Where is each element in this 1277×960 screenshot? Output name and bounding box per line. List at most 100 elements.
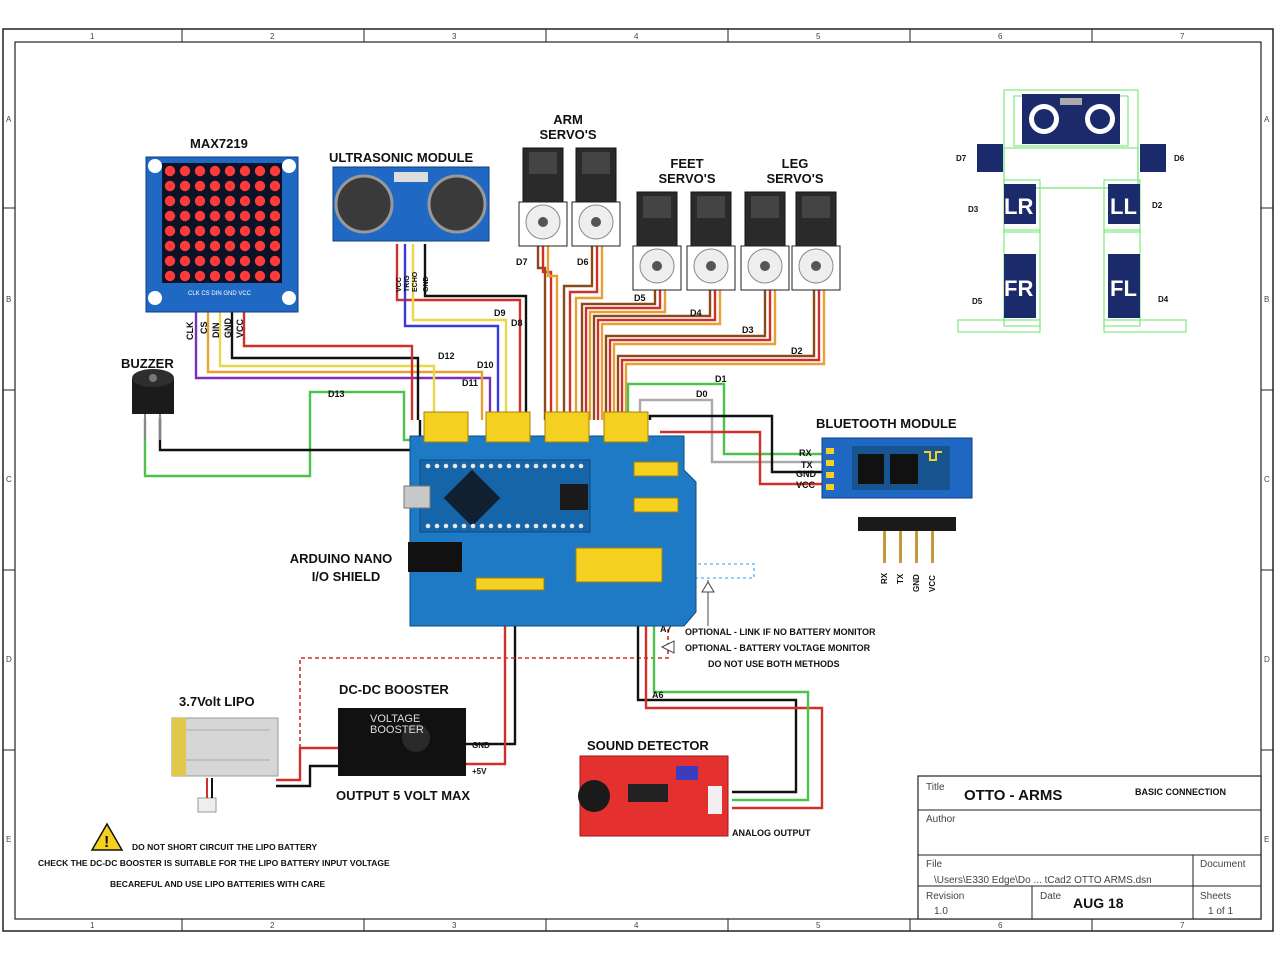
wire-label-d1: D1 — [715, 374, 727, 384]
wire-label-d3: D3 — [742, 325, 754, 335]
booster-inner-2: BOOSTER — [370, 724, 424, 736]
row-label: C — [6, 475, 12, 484]
row-label: A — [1264, 115, 1270, 124]
booster-output-label: OUTPUT 5 VOLT MAX — [336, 788, 470, 803]
row-label: B — [6, 295, 11, 304]
arm-label-2: SERVO'S — [539, 127, 596, 142]
wire-label-d0: D0 — [696, 389, 708, 399]
analog-output-label: ANALOG OUTPUT — [732, 828, 811, 838]
booster-pin-5v: +5V — [472, 767, 487, 776]
led — [239, 195, 251, 207]
led — [224, 225, 236, 237]
led — [224, 180, 236, 192]
led — [254, 180, 266, 192]
header-pin-tx: TX — [896, 573, 905, 584]
led — [254, 270, 266, 282]
led — [224, 270, 236, 282]
revision-label: Revision — [926, 891, 964, 902]
col-label: 1 — [90, 32, 95, 41]
led — [269, 240, 281, 252]
led — [209, 225, 221, 237]
row-label: E — [1264, 835, 1269, 844]
led — [209, 210, 221, 222]
led — [194, 255, 206, 267]
led — [269, 255, 281, 267]
led — [179, 180, 191, 192]
matrix-pin-print: CLK CS DIN GND VCC — [188, 291, 252, 297]
warning-icon — [90, 822, 124, 851]
bt-pin-tx: TX — [801, 460, 813, 470]
led — [164, 255, 176, 267]
led — [194, 165, 206, 177]
led — [164, 210, 176, 222]
matrix-pin-gnd: GND — [223, 318, 233, 339]
otto-robot-diagram: LR LL FR FL D7 D6 D3 D2 D5 D4 — [956, 89, 1187, 333]
ultrasonic-label: ULTRASONIC MODULE — [329, 150, 474, 165]
title-label: Title — [926, 782, 945, 793]
subtitle-value: BASIC CONNECTION — [1135, 787, 1226, 797]
wire-label-d6: D6 — [577, 257, 589, 267]
ultrasonic-pin-vcc: VCC — [396, 277, 403, 292]
ultrasonic-pin-echo: ECHO — [412, 271, 419, 292]
row-label: E — [6, 835, 11, 844]
robot-d7: D7 — [956, 154, 967, 163]
led — [194, 240, 206, 252]
leg-label-2: SERVO'S — [766, 171, 823, 186]
feet-label-2: SERVO'S — [658, 171, 715, 186]
led — [209, 255, 221, 267]
led — [239, 210, 251, 222]
robot-lr: LR — [1004, 194, 1033, 219]
date-value: AUG 18 — [1073, 895, 1124, 911]
col-label: 7 — [1180, 921, 1185, 930]
buzzer-label: BUZZER — [121, 356, 174, 371]
led — [164, 270, 176, 282]
led — [254, 225, 266, 237]
wire-label-a6: A6 — [652, 690, 664, 700]
col-label: 1 — [90, 921, 95, 930]
svg-text:!: ! — [104, 834, 109, 851]
servo-group — [518, 147, 841, 291]
arduino-label: ARDUINO NANO — [290, 551, 393, 566]
led — [254, 240, 266, 252]
matrix-pin-din: DIN — [211, 323, 221, 339]
wire-label-d7: D7 — [516, 257, 528, 267]
col-label: 6 — [998, 921, 1003, 930]
led — [269, 270, 281, 282]
header-pin-gnd: GND — [912, 574, 921, 592]
warning-line-2: CHECK THE DC-DC BOOSTER IS SUITABLE FOR … — [38, 858, 390, 868]
led — [179, 225, 191, 237]
drawing-frame: 1 2 3 4 5 6 7 1 2 3 4 5 6 7 A B C D E A … — [2, 28, 1274, 932]
bt-pin-rx: RX — [799, 448, 812, 458]
lipo-label: 3.7Volt LIPO — [179, 694, 255, 709]
robot-fl: FL — [1110, 276, 1137, 301]
col-label: 2 — [270, 32, 275, 41]
led — [269, 225, 281, 237]
robot-d5: D5 — [972, 297, 983, 306]
servo — [571, 147, 621, 247]
sound-detector-label: SOUND DETECTOR — [587, 738, 709, 753]
wire-label-a7: A7 — [660, 624, 672, 634]
row-label: D — [6, 655, 12, 664]
col-label: 2 — [270, 921, 275, 930]
led — [194, 270, 206, 282]
revision-value: 1.0 — [934, 906, 948, 917]
led — [164, 225, 176, 237]
wire-label-d8: D8 — [511, 318, 523, 328]
col-label: 6 — [998, 32, 1003, 41]
bt-pin-vcc: VCC — [796, 480, 816, 490]
sheets-value: 1 of 1 — [1208, 906, 1233, 917]
led — [239, 255, 251, 267]
bluetooth-label: BLUETOOTH MODULE — [816, 416, 957, 431]
led — [239, 240, 251, 252]
note-not-both: DO NOT USE BOTH METHODS — [708, 659, 840, 669]
led — [224, 195, 236, 207]
row-label: D — [1264, 655, 1270, 664]
servo — [632, 191, 682, 291]
feet-label: FEET — [670, 156, 703, 171]
wire-label-d5: D5 — [634, 293, 646, 303]
warning-block: ! DO NOT SHORT CIRCUIT THE LIPO BATTERY … — [38, 822, 390, 889]
led — [164, 165, 176, 177]
wire-label-d12: D12 — [438, 351, 455, 361]
file-label: File — [926, 859, 943, 870]
robot-d6: D6 — [1174, 154, 1185, 163]
